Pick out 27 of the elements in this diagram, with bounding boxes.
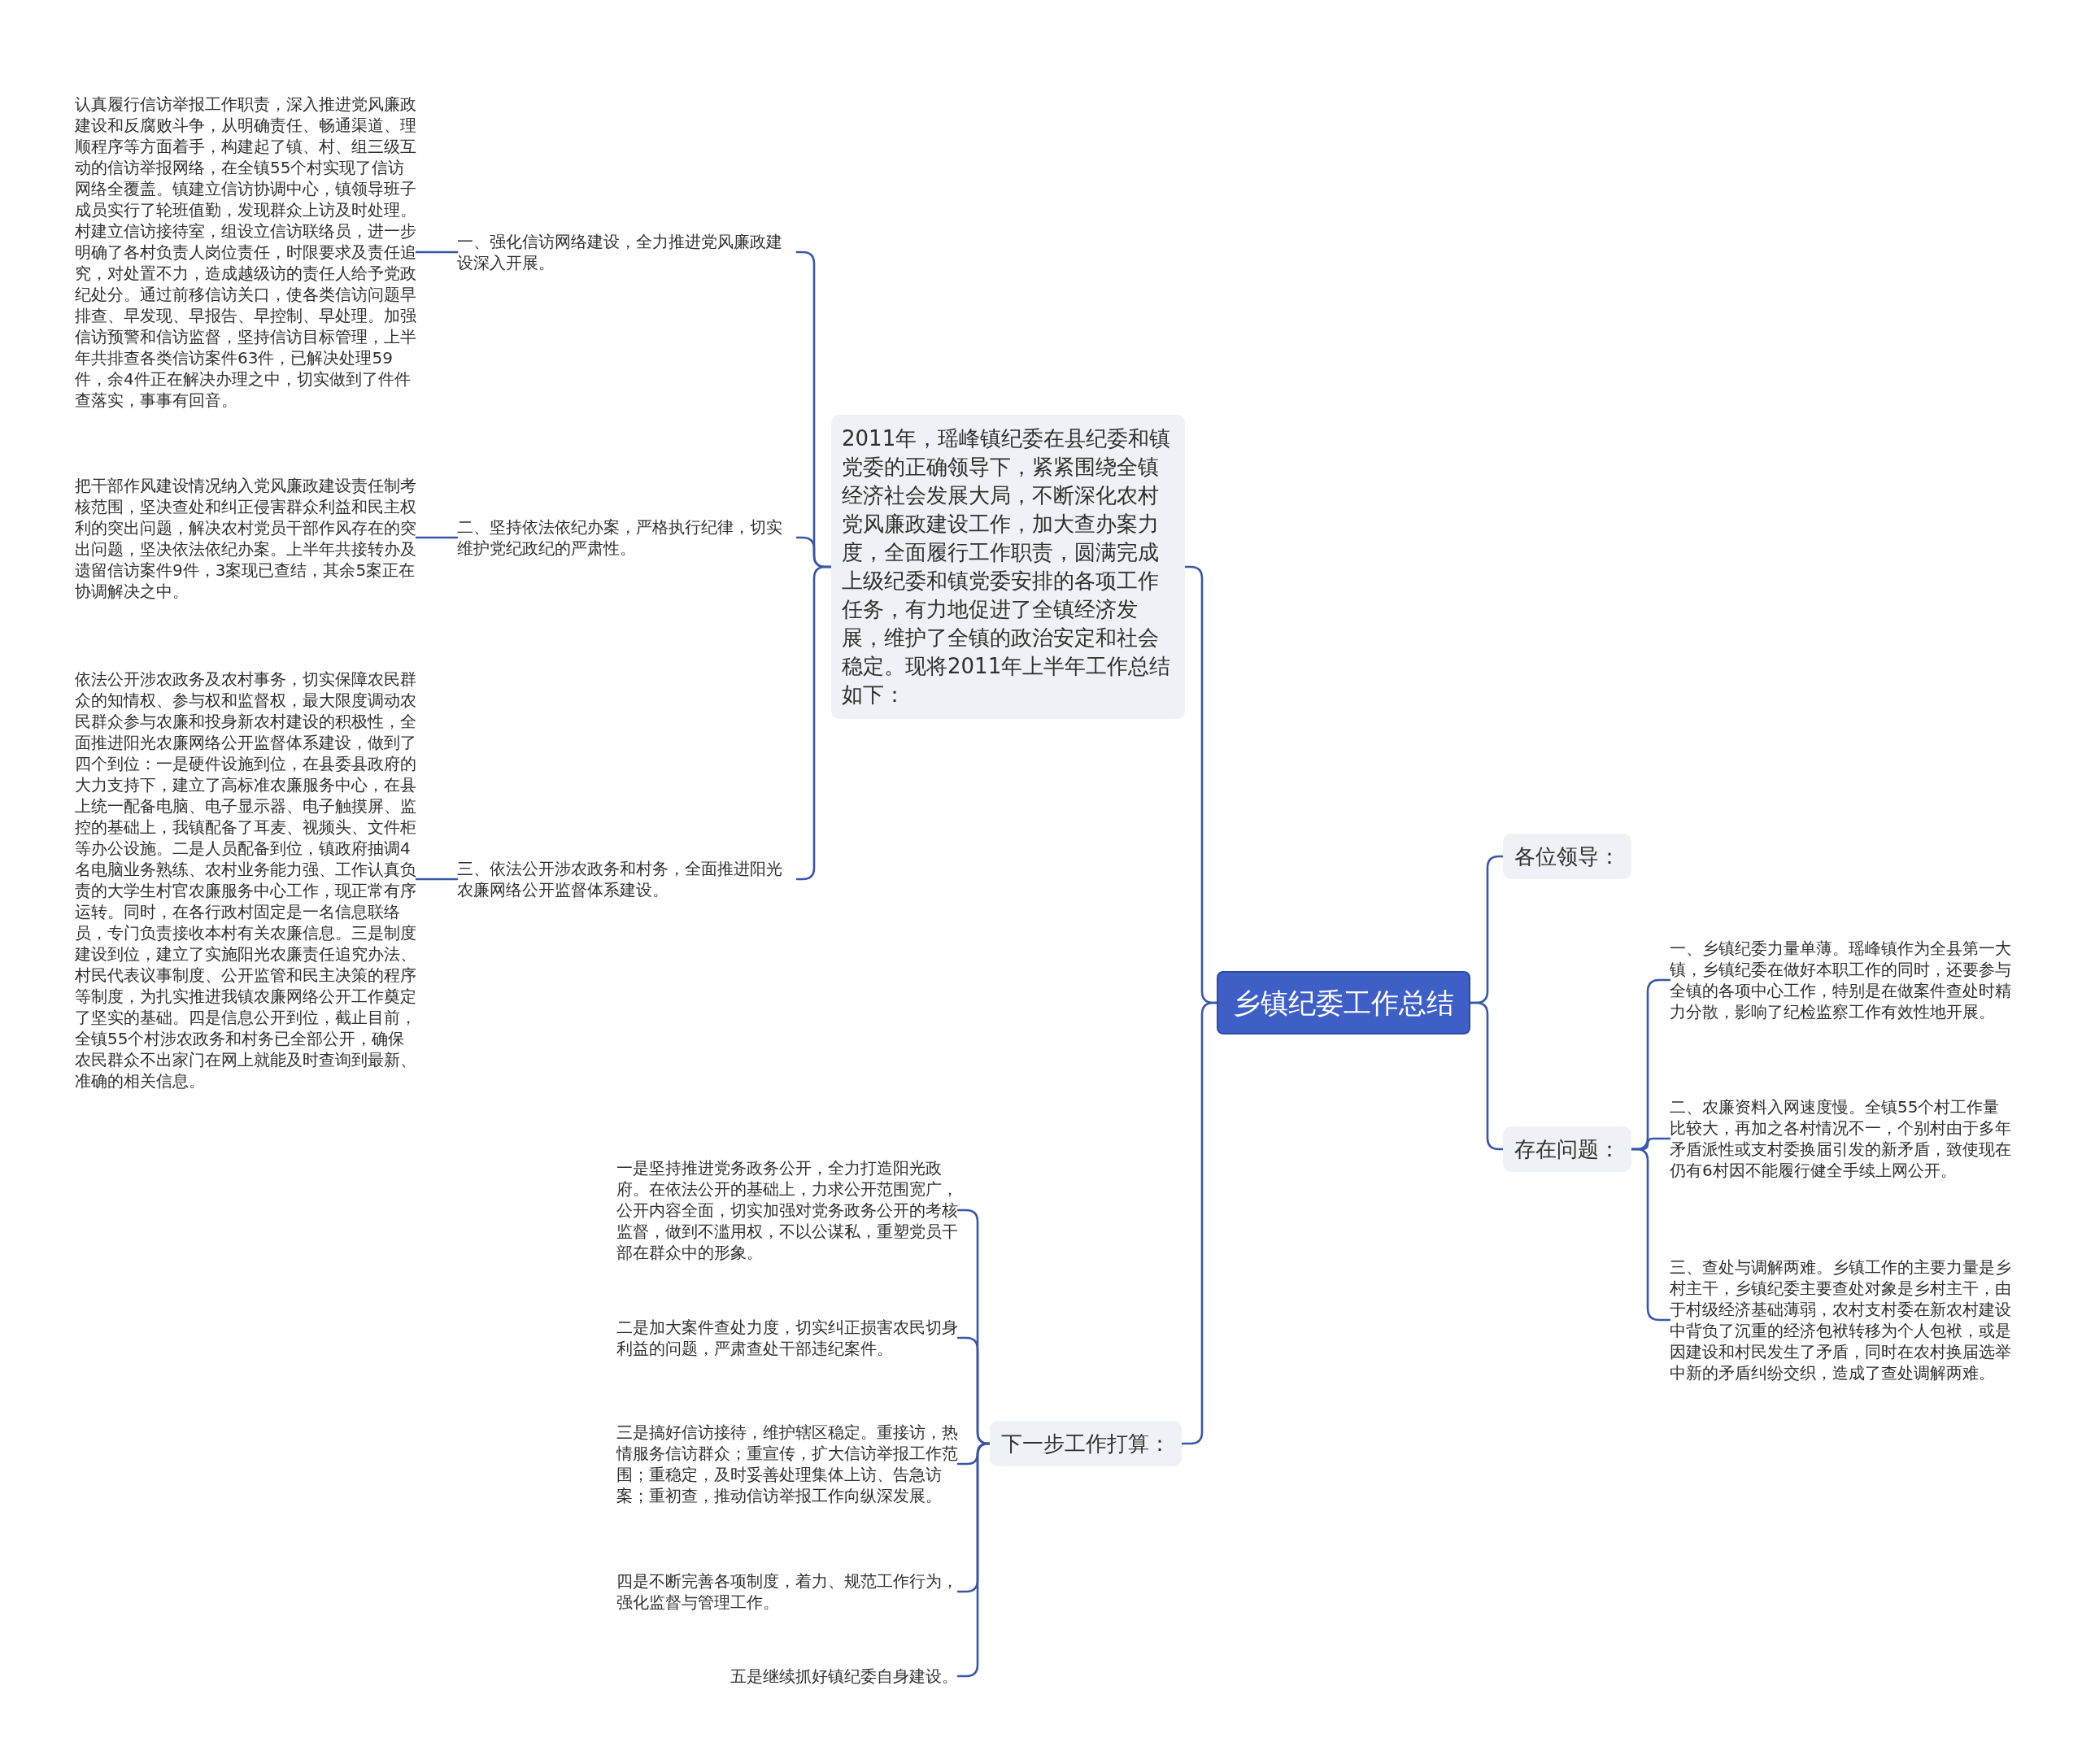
topic-text: 一、强化信访网络建设，全力推进党风廉政建设深入开展。 (457, 231, 797, 273)
connector-line (1630, 1148, 1671, 1322)
topic-text: 二是加大案件查处力度，切实纠正损害农民切身利益的问题，严肃查处干部违纪案件。 (616, 1317, 958, 1359)
topic-card: 2011年，瑶峰镇纪委在县纪委和镇党委的正确领导下，紧紧围绕全镇经济社会发展大局，不断深化农村党风廉政建设工作，加大查办案力度，全面履行工作职责，圆满完成上级纪委和镇党委安排的各项工作任务，有力地促进了全镇经济发展，维护了全镇的政治安定和社会稳定。现将2011年上半年工作总结如下： (831, 415, 1185, 719)
topic-text: 一是坚持推进党务政务公开，全力打造阳光政府。在依法公开的基础上，力求公开范围宽广，公开内容全面，切实加强对党务政务公开的考核监督，做到不滥用权，不以公谋私，重塑党员干部在群众中的形象。 (616, 1157, 958, 1263)
topic-card: 下一步工作打算： (990, 1421, 1182, 1466)
connector-line (415, 536, 459, 539)
connector-line (1469, 1001, 1505, 1151)
topic-text: 四是不断完善各项制度，着力、规范工作行为，强化监督与管理工作。 (616, 1570, 958, 1613)
topic-text: 三、查处与调解两难。乡镇工作的主要力量是乡村主干，乡镇纪委主要查处对象是乡村主干，由于村级经济基础薄弱，农村支村委在新农村建设中背负了沉重的经济包袱转移为个人包袱，或是因建设和村民发生了矛盾，同时在农村换届选举中新的矛盾纠纷交织，造成了查处调解两难。 (1670, 1257, 2011, 1383)
connector-line (795, 565, 833, 881)
topic-text: 三、依法公开涉农政务和村务，全面推进阳光农廉网络公开监督体系建设。 (457, 858, 797, 900)
connector-line (956, 1442, 991, 1678)
connector-line (1180, 1001, 1218, 1445)
topic-text: 依法公开涉农政务及农村事务，切实保障农民群众的知情权、参与权和监督权，最大限度调动农民群众参与农廉和投身新农村建设的积极性，全面推进阳光农廉网络公开监督体系建设，做到了四个到位：一是硬件设施到位，在县委县政府的大力支持下，建立了高标准农廉服务中心，在县上统一配备电脑、电子显示器、电子触摸屏、监控的基础上，我镇配备了耳麦、视频头、文件柜等办公设施。二是人员配备到位，镇政府抽调4名电脑业务熟练、农村业务能力强、工作认真负责的大学生村官农廉服务中心工作，现正常有序运转。同时，在各行政村固定是一名信息联络员，专门负责接收本村有关农廉信息。三是制度建设到位，建立了实施阳光农廉责任追究办法、村民代表议事制度、公开监管和民主决策的程序等制度，为扎实推进我镇农廉网络公开工作奠定了坚实的基础。四是信息公开到位，截止目前，全镇55个村涉农政务和村务已全部公开，确保农民群众不出家门在网上就能及时查询到最新、准确的相关信息。 (75, 669, 416, 1091)
topic-text: 二、农廉资料入网速度慢。全镇55个村工作量比较大，再加之各村情况不一，个别村由于多年矛盾派性或支村委换届引发的新矛盾，致使现在仍有6村因不能履行健全手续上网公开。 (1670, 1096, 2011, 1181)
central-topic: 乡镇纪委工作总结 (1217, 971, 1470, 1034)
topic-text: 三是搞好信访接待，维护辖区稳定。重接访，热情服务信访群众；重宣传，扩大信访举报工作范围；重稳定，及时妥善处理集体上访、告急访案；重初查，推动信访举报工作向纵深发展。 (616, 1422, 958, 1506)
connector-line (415, 878, 459, 881)
topic-card: 存在问题： (1503, 1126, 1631, 1172)
topic-card: 各位领导： (1503, 834, 1631, 879)
topic-text: 把干部作风建设情况纳入党风廉政建设责任制考核范围，坚决查处和纠正侵害群众利益和民主权利的突出问题，解决农村党员干部作风存在的突出问题，坚决依法依纪办案。上半年共接转办及遗留信访案件9件，3案现已查结，其余5案正在协调解决之中。 (75, 475, 416, 602)
topic-text: 二、坚持依法依纪办案，严格执行纪律，切实维护党纪政纪的严肃性。 (457, 516, 797, 559)
topic-text: 认真履行信访举报工作职责，深入推进党风廉政建设和反腐败斗争，从明确责任、畅通渠道、理顺程序等方面着手，构建起了镇、村、组三级互动的信访举报网络，在全镇55个村实现了信访网络全覆盖。镇建立信访协调中心，镇领导班子成员实行了轮班值勤，发现群众上访及时处理。村建立信访接待室，组设立信访联络员，进一步明确了各村负责人岗位责任，时限要求及责任追究，对处置不力，造成越级访的责任人给予党政纪处分。通过前移信访关口，使各类信访问题早排查、早发现、早报告、早控制、早处理。加强信访预警和信访监督，坚持信访目标管理，上半年共排查各类信访案件63件，已解决处理59件，余4件正在解决办理之中，切实做到了件件查落实，事事有回音。 (75, 94, 416, 411)
topic-text: 五是继续抓好镇纪委自身建设。 (730, 1666, 958, 1687)
connector-line (415, 250, 459, 254)
topic-text: 一、乡镇纪委力量单薄。瑶峰镇作为全县第一大镇，乡镇纪委在做好本职工作的同时，还要参与全镇的各项中心工作，特别是在做案件查处时精力分散，影响了纪检监察工作有效性地开展。 (1670, 938, 2011, 1022)
